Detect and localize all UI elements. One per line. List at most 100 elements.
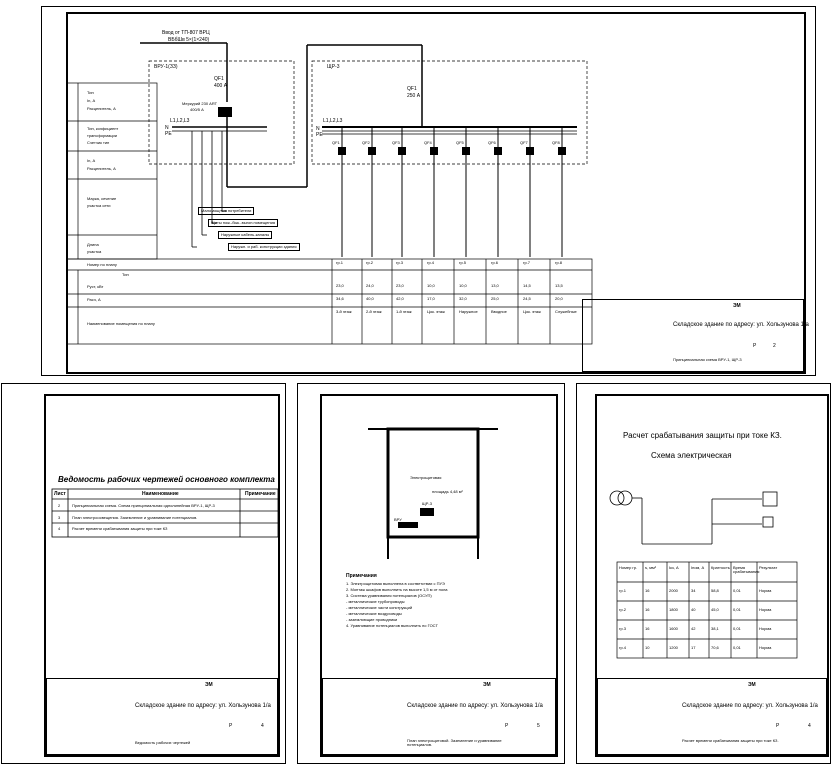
group-number: гр.6 xyxy=(491,260,499,265)
calc-header: Номер гр. xyxy=(619,565,638,570)
calc-cell: 58,8 xyxy=(711,588,719,593)
calc-cell: 38,1 xyxy=(711,626,719,631)
stamp-stage: Р xyxy=(229,723,233,729)
drawing-sheet-schematic: Ввод от ТП-807 ВРЦ ВБбШв 5×(1×240) ВРУ-1… xyxy=(41,6,816,376)
sheet2-title: Ведомость рабочих чертежей основного ком… xyxy=(58,475,275,484)
group-number: гр.1 xyxy=(336,260,344,265)
left-table-cell: трансформации xyxy=(87,133,117,138)
left-table-cell: Тип, коэфициент xyxy=(87,126,119,131)
stamp-stage: Р xyxy=(505,723,509,729)
calc-cell: 1600 xyxy=(669,626,678,631)
bus-right-label: L1,L2,L3 xyxy=(323,118,343,124)
meter-label: Меркурий 230 ART xyxy=(182,101,218,106)
stamp-sheet: 5 xyxy=(537,723,540,729)
group-power: 10,0 xyxy=(459,283,467,288)
group-name: Служебные xyxy=(555,309,577,314)
calc-cell: Норма xyxy=(759,626,772,631)
left-table-cell: In, А xyxy=(87,158,96,163)
group-power: 23,0 xyxy=(396,283,404,288)
list-row-name: Принципиальная схема. Схема принципиальн… xyxy=(72,503,215,508)
calc-header: Результат xyxy=(759,565,778,570)
notes-title: Примечания xyxy=(346,573,377,579)
note-line: - заземляющие проводники xyxy=(346,617,398,622)
left-table-cell: Расцепитель, А xyxy=(87,166,116,171)
group-power: 24,0 xyxy=(366,283,374,288)
breaker-label: QF3 xyxy=(392,140,400,145)
group-power: 13,0 xyxy=(491,283,499,288)
left-table-cell: Счетчик тип xyxy=(87,140,110,145)
group-number: гр.5 xyxy=(459,260,467,265)
left-table-cell: Марка, сечение xyxy=(87,196,117,201)
calc-header: Кратность xyxy=(711,565,730,570)
stamp-stage: Р xyxy=(776,723,780,729)
calc-cell: гр.2 xyxy=(619,607,627,612)
row-label: Тип xyxy=(122,272,129,277)
calc-cell: 0,01 xyxy=(733,645,741,650)
group-number: гр.4 xyxy=(427,260,435,265)
group-current: 17,0 xyxy=(427,296,435,301)
vru-label: ВРУ xyxy=(394,517,402,522)
group-power: 23,0 xyxy=(336,283,344,288)
calc-cell: Норма xyxy=(759,588,772,593)
room-area: площадь 4,48 м² xyxy=(432,489,463,494)
col-note: Примечание xyxy=(245,491,276,497)
qf2-value: 250 А xyxy=(407,93,421,99)
calc-cell: Норма xyxy=(759,645,772,650)
group-name: Наружное xyxy=(459,309,478,314)
group-current: 40,0 xyxy=(366,296,374,301)
legend-item: Наружные кабель-каналы xyxy=(218,231,273,239)
calc-cell: 34 xyxy=(691,588,696,593)
pe-left-label: PE xyxy=(165,131,172,137)
sheet-frame xyxy=(595,394,829,757)
calc-cell: гр.3 xyxy=(619,626,627,631)
left-table-cell: In, А xyxy=(87,98,96,103)
stamp-title: Складское здание по адресу: ул. Хользуно… xyxy=(135,703,271,709)
sheet4-title: Расчет срабатывания защиты при токе КЗ. xyxy=(623,431,782,440)
note-line: 3. Система уравнивания потенциалов (ОСУП… xyxy=(346,593,432,598)
breaker-label: QF4 xyxy=(424,140,432,145)
qf-label: QF1 xyxy=(214,76,224,82)
calc-cell: 10 xyxy=(645,645,650,650)
list-table-lines xyxy=(51,488,279,538)
schematic-lines xyxy=(66,42,593,345)
stamp-desc: Принципиальная схема ВРУ-1, ЩР-3 xyxy=(673,357,742,362)
feed-label: Ввод от ТП-807 ВРЦ xyxy=(162,30,210,36)
row-label: Номер по плану xyxy=(87,262,117,267)
col-sheet: Лист xyxy=(54,491,66,497)
row-label: Расч, А xyxy=(87,297,101,302)
group-current: 34,6 xyxy=(336,296,344,301)
breaker-label: QF2 xyxy=(362,140,370,145)
calc-cell: гр.1 xyxy=(619,588,627,593)
left-table-cell: Расцепитель, А xyxy=(87,106,116,111)
calc-cell: 40 xyxy=(691,607,696,612)
sheet4-subtitle: Схема электрическая xyxy=(651,451,732,460)
group-number: гр.2 xyxy=(366,260,374,265)
calc-cell: 0,01 xyxy=(733,588,741,593)
group-current: 20,0 xyxy=(555,296,563,301)
note-line: 2. Монтаж шкафов выполнить на высоте 1,5… xyxy=(346,587,448,592)
qf-value: 400 А xyxy=(214,83,228,89)
group-name: 2-й этаж xyxy=(366,309,382,314)
group-current: 42,0 xyxy=(396,296,404,301)
pe-right-label: PE xyxy=(316,132,323,138)
room-label: Электрощитовая xyxy=(410,475,442,480)
calc-cell: 16 xyxy=(645,607,650,612)
row-label: Наименование помещения по плану xyxy=(87,321,155,326)
calc-header: s, мм² xyxy=(645,565,657,570)
breaker-label: QF1 xyxy=(332,140,340,145)
drawing-sheet-plan: Электрощитовая площадь 4,48 м² ЩР-3 ВРУ … xyxy=(297,383,565,764)
list-row-num: 4 xyxy=(58,526,61,531)
qf2-label: QF1 xyxy=(407,86,417,92)
stamp-sheet: 4 xyxy=(808,723,811,729)
note-line: 4. Уравнивание потенциалов выполнить по … xyxy=(346,623,438,628)
stamp-sheet: 2 xyxy=(773,343,776,349)
group-number: гр.3 xyxy=(396,260,404,265)
legend-item: Щиты пож.-бык.-выгон.помещения xyxy=(208,219,278,227)
note-line: - металлические трубопроводы xyxy=(346,599,405,604)
legend-item: Маломощные потребители xyxy=(198,207,255,215)
calc-cell: гр.4 xyxy=(619,645,627,650)
calc-scheme-lines xyxy=(609,490,798,659)
drawing-sheet-list: Ведомость рабочих чертежей основного ком… xyxy=(1,383,286,764)
note-line: - металлические воздуховоды xyxy=(346,611,402,616)
group-name: Цок. этаж xyxy=(427,309,445,314)
